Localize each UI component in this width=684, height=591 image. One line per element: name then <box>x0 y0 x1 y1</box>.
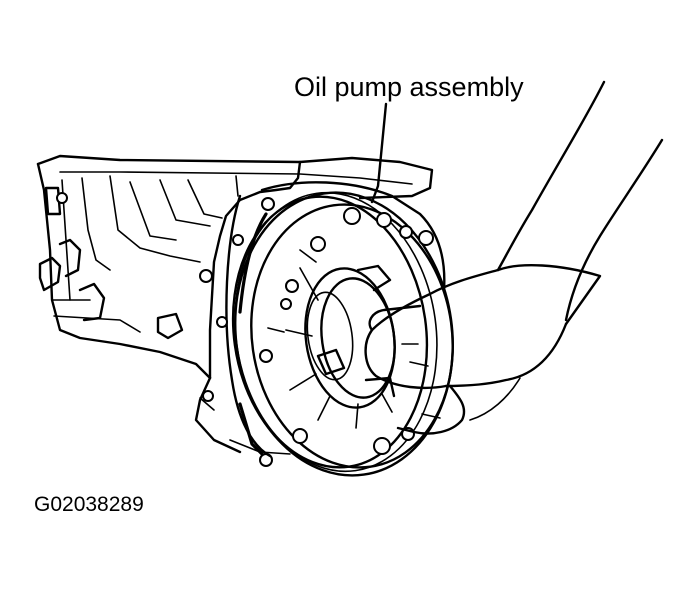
callout-leader-line <box>370 102 388 204</box>
transmission-case <box>36 154 434 467</box>
figure-id-code: G02038289 <box>34 493 144 516</box>
case-flange <box>216 181 446 458</box>
oil-pump-assembly <box>231 191 454 477</box>
technician-hand <box>364 80 664 435</box>
oil-pump-callout-label: Oil pump assembly <box>294 72 524 102</box>
